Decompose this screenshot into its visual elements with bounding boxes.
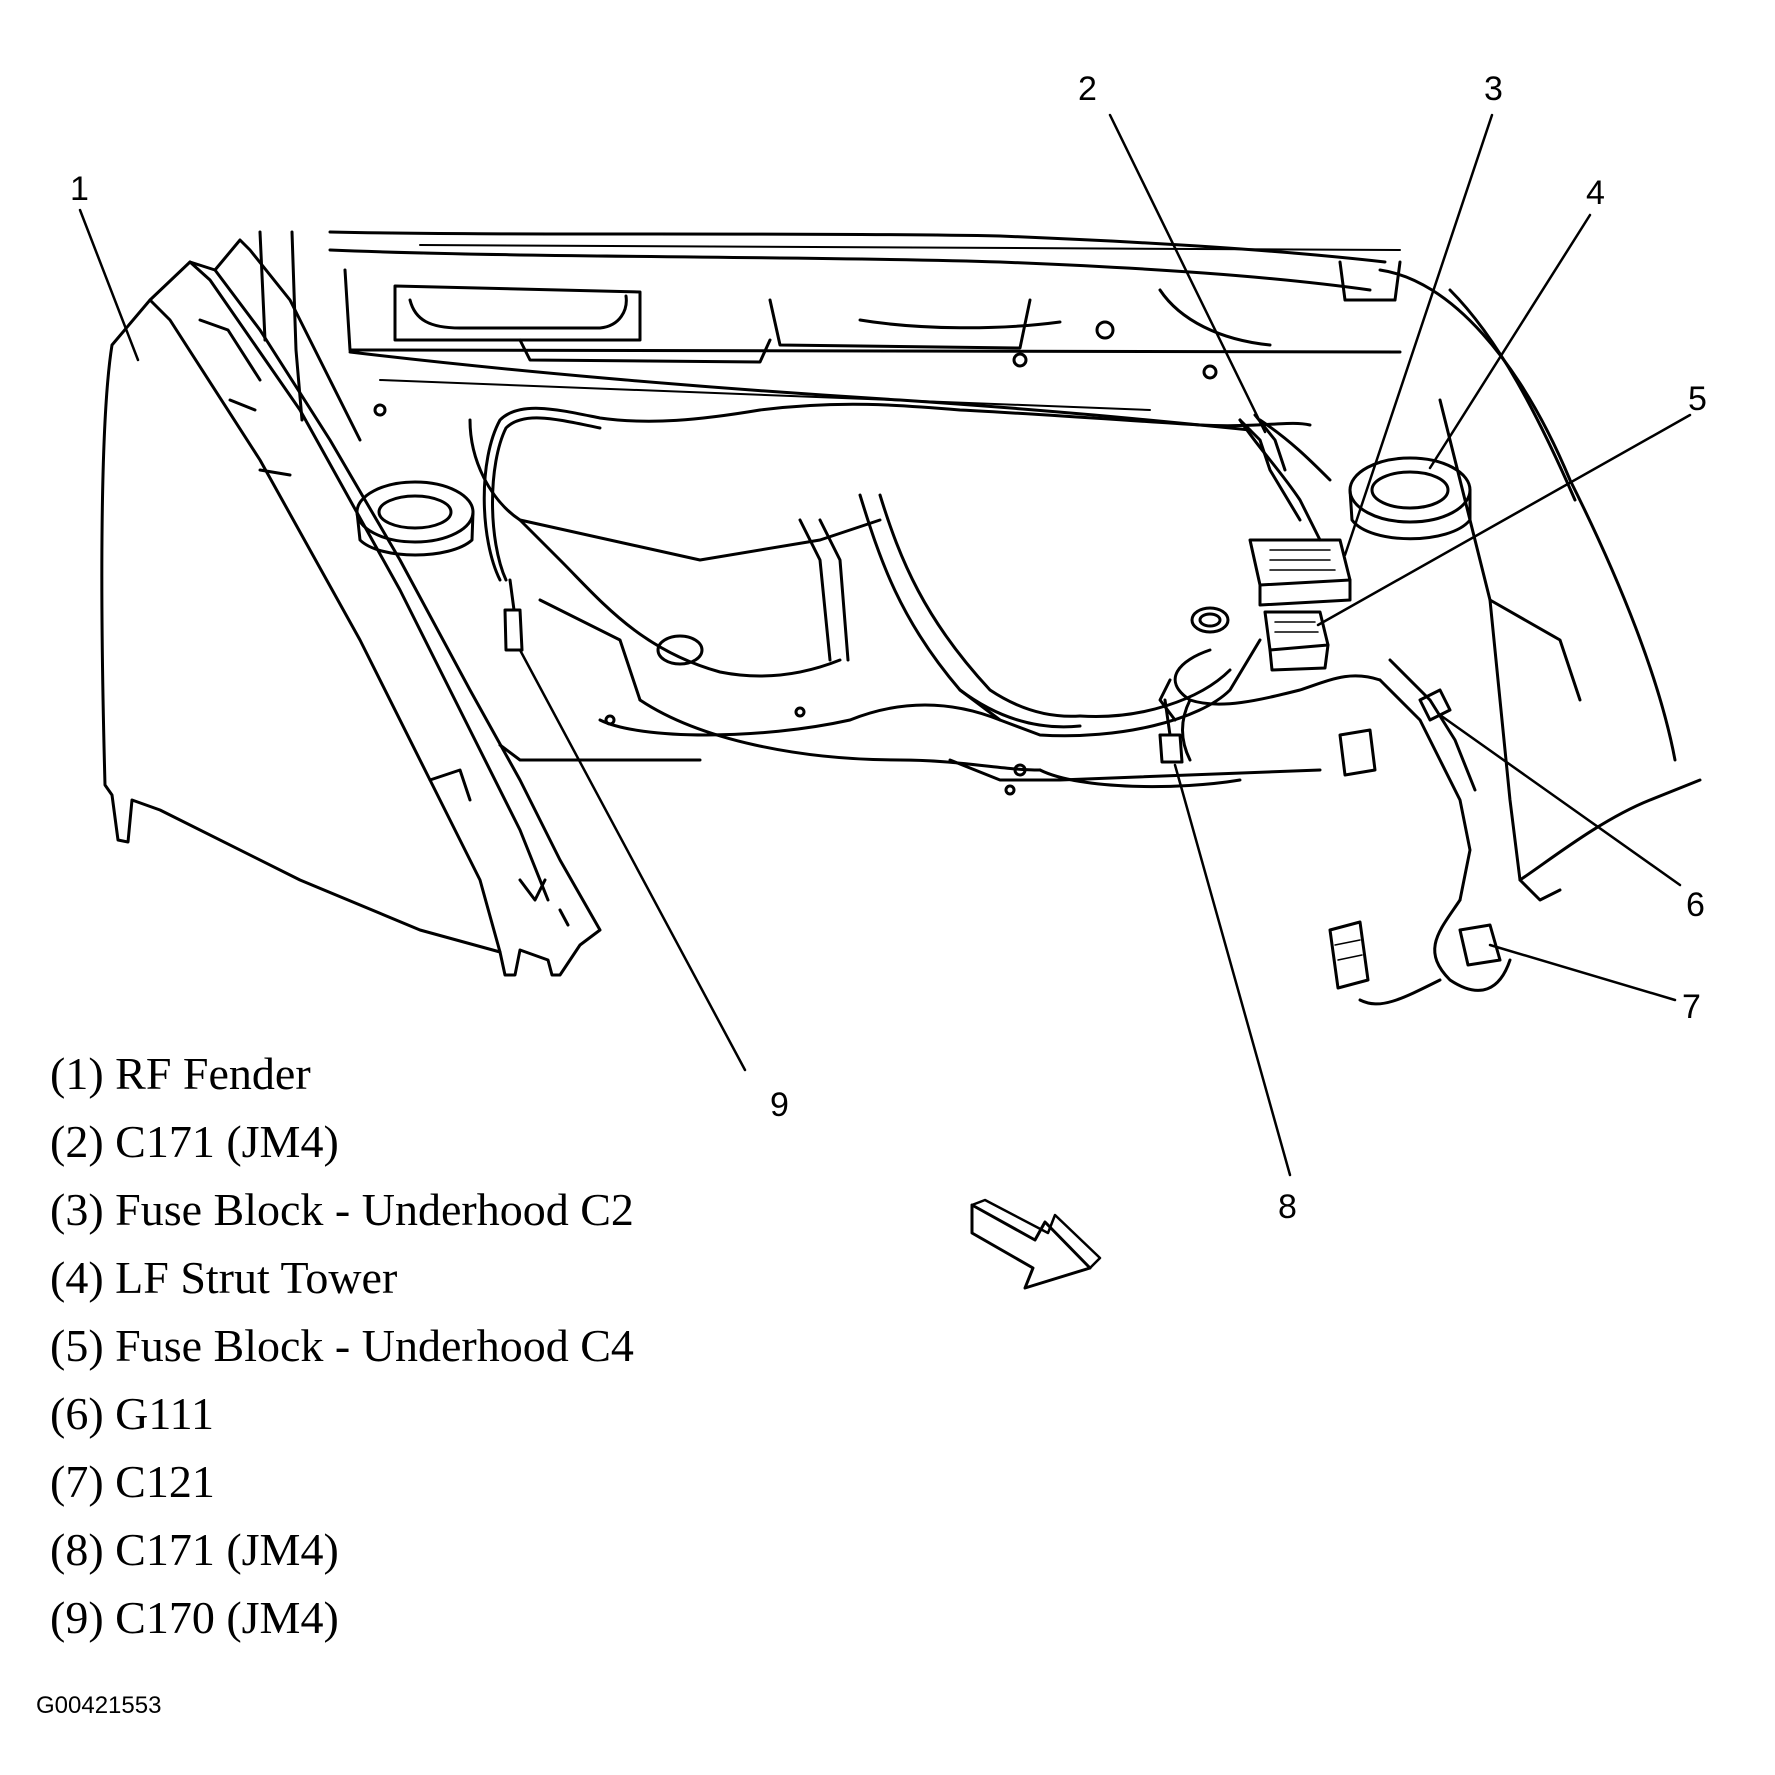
rf-strut-tower-shape xyxy=(355,480,475,557)
leader-line-6 xyxy=(1438,713,1682,887)
callout-number-9: 9 xyxy=(770,1086,789,1124)
legend-item-1: (1) RF Fender xyxy=(50,1048,311,1099)
callout-number-3: 3 xyxy=(1484,70,1503,108)
legend-item-4: (4) LF Strut Tower xyxy=(50,1252,398,1303)
callout-number-5: 5 xyxy=(1688,380,1707,418)
cowl-and-windshield-shape xyxy=(258,230,1402,432)
leader-line-1 xyxy=(78,208,140,362)
connector-c170-shape xyxy=(503,578,524,652)
callout-number-6: 6 xyxy=(1686,886,1705,924)
legend-item-8: (8) C171 (JM4) xyxy=(50,1524,339,1575)
leader-line-4 xyxy=(1428,213,1592,470)
leader-line-5 xyxy=(1316,413,1692,627)
callout-number-2: 2 xyxy=(1078,70,1097,108)
leader-line-8 xyxy=(1173,763,1292,1177)
wiring-harness-shape xyxy=(482,402,1512,1006)
legend-item-2: (2) C171 (JM4) xyxy=(50,1116,339,1167)
fuse-block-c4-shape xyxy=(1263,610,1330,672)
leader-lines xyxy=(78,113,1692,1177)
callout-number-7: 7 xyxy=(1682,988,1701,1026)
legend-item-6: (6) G111 xyxy=(50,1388,214,1439)
leader-line-3 xyxy=(1343,113,1494,557)
legend-item-5: (5) Fuse Block - Underhood C4 xyxy=(50,1320,634,1371)
connector-c121-shape xyxy=(1328,728,1502,990)
engine-compartment-frame xyxy=(468,418,1322,796)
leader-line-2 xyxy=(1108,113,1267,434)
legend-item-7: (7) C121 xyxy=(50,1456,215,1507)
callout-number-4: 4 xyxy=(1586,174,1605,212)
leader-line-7 xyxy=(1488,943,1677,1002)
callout-number-8: 8 xyxy=(1278,1188,1297,1226)
legend: (1) RF Fender (2) C171 (JM4) (3) Fuse Bl… xyxy=(50,1040,634,1652)
connector-c171-lower-shape xyxy=(1158,698,1184,764)
legend-item-9: (9) C170 (JM4) xyxy=(50,1592,339,1643)
fuse-block-c2-shape xyxy=(1248,538,1352,607)
figure-id: G00421553 xyxy=(36,1692,162,1719)
arrow-icon xyxy=(970,1198,1102,1290)
rf-fender-shape xyxy=(100,238,602,977)
lf-strut-tower-shape xyxy=(1348,456,1472,541)
legend-item-3: (3) Fuse Block - Underhood C2 xyxy=(50,1184,634,1235)
callout-number-1: 1 xyxy=(70,170,89,208)
ground-g111-shape xyxy=(1418,688,1452,722)
lh-fender-edge-shape xyxy=(1378,268,1702,902)
connector-c171-upper-shape xyxy=(1238,413,1302,522)
leader-line-9 xyxy=(518,648,747,1072)
